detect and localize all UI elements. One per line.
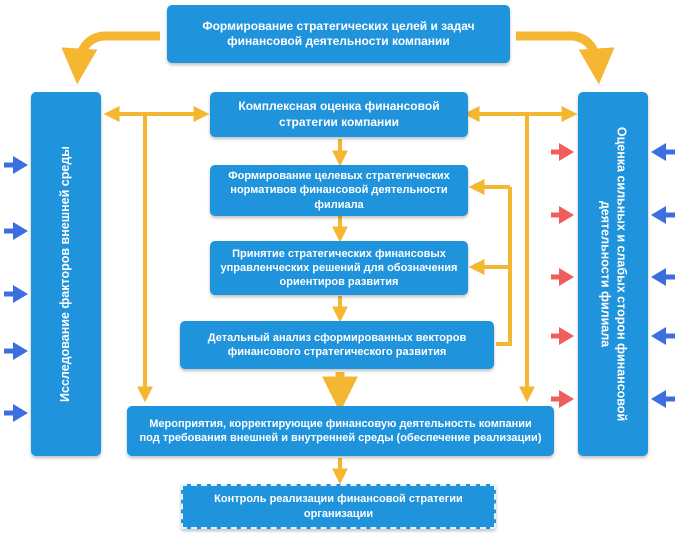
box-strengths-weaknesses-label: Оценка сильных и слабых сторон финансово… <box>599 126 629 422</box>
box-corrective-measures: Мероприятия, корректирующие финансовую д… <box>127 406 554 456</box>
curve-arrow-right <box>516 31 615 85</box>
box-implementation-control: Контроль реализации финансовой стратегии… <box>181 484 496 529</box>
curve-arrow-left <box>61 31 160 85</box>
box-target-normatives: Формирование целевых стратегических норм… <box>210 165 468 216</box>
box-external-factors-label: Исследование факторов внешней среды <box>58 146 73 402</box>
box-detailed-analysis: Детальный анализ сформированных векторов… <box>180 321 494 369</box>
box-strategic-goals: Формирование стратегических целей и зада… <box>167 5 510 63</box>
feedback-line <box>496 187 512 346</box>
box-strengths-weaknesses: Оценка сильных и слабых сторон финансово… <box>578 92 648 456</box>
box-complex-assessment: Комплексная оценка финансовой стратегии … <box>210 92 468 137</box>
box-strategic-decisions: Принятие стратегических финансовых управ… <box>210 241 468 295</box>
box-external-factors: Исследование факторов внешней среды <box>31 92 101 456</box>
